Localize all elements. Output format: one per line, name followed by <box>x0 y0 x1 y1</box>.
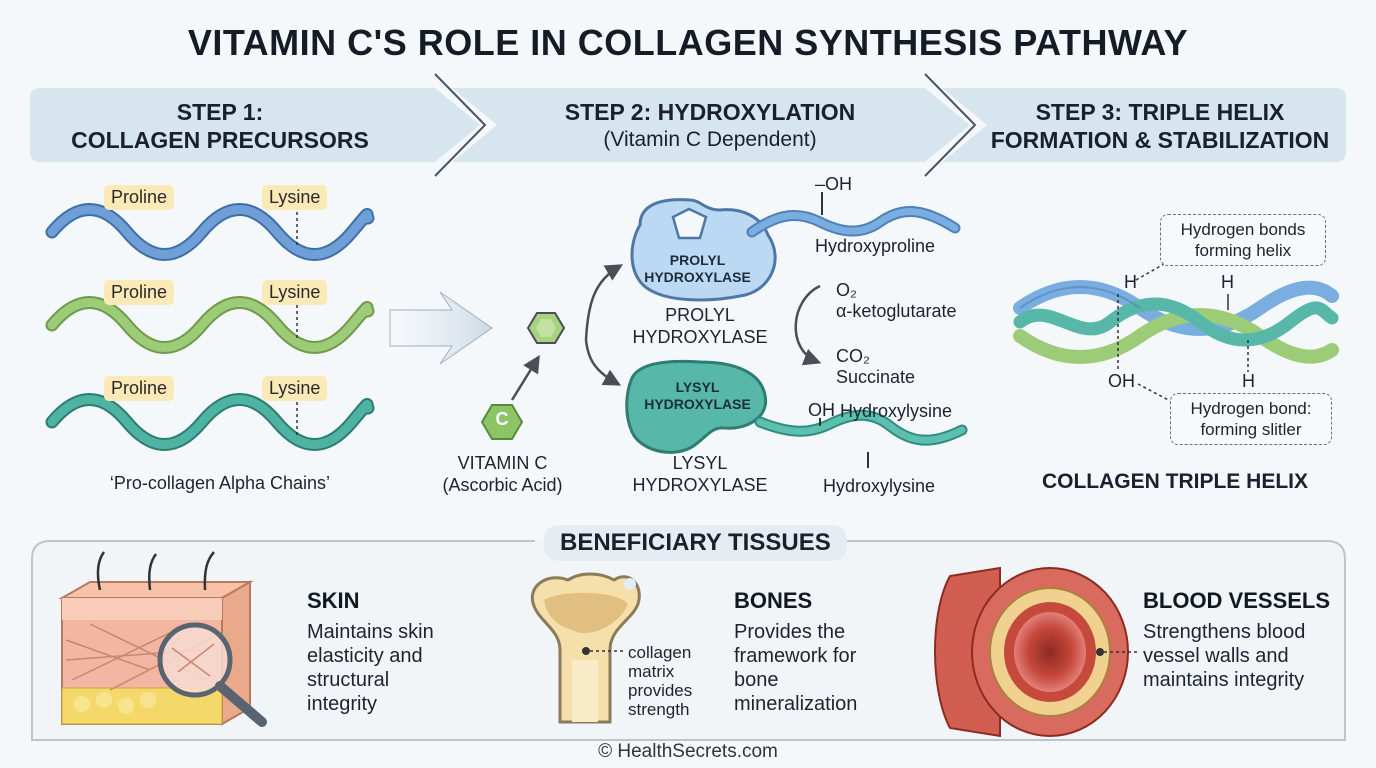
hydrogen-label: H <box>1221 272 1234 292</box>
hexagon-molecule-icon <box>526 312 566 344</box>
tissue-blood-vessels: BLOOD VESSELS Strengthens blood vessel w… <box>1143 588 1343 692</box>
step-1-title: STEP 1: <box>176 99 264 125</box>
desc-line: vessel walls and <box>1143 645 1289 667</box>
tissues-section-title: BENEFICIARY TISSUES <box>544 525 847 561</box>
note-top-line-1: Hydrogen bonds <box>1180 220 1306 239</box>
desc-line: structural <box>307 669 390 691</box>
hydroxylysine-label-bottom: Hydroxylysine <box>823 476 936 496</box>
hydroxylysine-label-top: Hydroxylysine <box>840 401 953 421</box>
proline-tag: Proline <box>104 280 175 305</box>
transition-arrow <box>389 291 493 365</box>
desc-line: Maintains skin <box>307 621 434 643</box>
proline-tag: Proline <box>104 185 175 210</box>
magnifier-icon <box>157 622 267 727</box>
lysyl-enzyme-inner-label: LYSYL HYDROXYLASE <box>630 379 765 413</box>
desc-line: mineralization <box>734 693 858 715</box>
lysine-tag: Lysine <box>262 280 328 305</box>
chain-3 <box>45 393 375 451</box>
tissue-skin: SKIN Maintains skin elasticity and struc… <box>307 588 507 716</box>
step-1-header: STEP 1: COLLAGEN PRECURSORS <box>40 98 400 154</box>
hydroxyl-group-label: –OH <box>815 174 853 194</box>
prolyl-enzyme-inner-label: PROLYL HYDROXYLASE <box>630 252 765 286</box>
vitamin-c-name: VITAMIN C <box>457 453 548 473</box>
tissue-bones-name: BONES <box>734 588 813 613</box>
succinate-label: Succinate <box>836 367 916 387</box>
tissue-skin-name: SKIN <box>307 588 360 613</box>
step-banner <box>30 73 1346 177</box>
note-line: matrix <box>628 662 675 681</box>
hydroxyproline-label: Hydroxyproline <box>815 236 936 256</box>
desc-line: bone <box>734 669 779 691</box>
tissue-blood-vessels-desc: Strengthens blood vessel walls and maint… <box>1143 620 1343 692</box>
step-3-subtitle: FORMATION & STABILIZATION <box>990 127 1330 153</box>
footer-credit: © HealthSecrets.com <box>598 741 778 762</box>
prolyl-enzyme-label: PROLYL HYDROXYLASE <box>620 304 780 348</box>
lysyl-inner-2: HYDROXYLASE <box>644 396 751 412</box>
hydrogen-label: H <box>1124 272 1137 292</box>
oxygen-label: O₂ <box>836 280 857 300</box>
desc-line: Strengthens blood <box>1143 621 1306 643</box>
note-line: strength <box>628 700 690 719</box>
step-3-title: STEP 3: TRIPLE HELIX <box>1035 99 1285 125</box>
desc-line: Provides the <box>734 621 846 643</box>
lysyl-label-2: HYDROXYLASE <box>632 475 768 495</box>
desc-line: framework for <box>734 645 857 667</box>
tissue-bones-desc: Provides the framework for bone minerali… <box>734 620 934 716</box>
step-2-subtitle: (Vitamin C Dependent) <box>603 128 817 151</box>
desc-line: integrity <box>307 693 378 715</box>
desc-line: elasticity and <box>307 645 423 667</box>
lysine-tag: Lysine <box>262 376 328 401</box>
prolyl-inner-2: HYDROXYLASE <box>644 269 751 285</box>
tissue-bones: BONES Provides the framework for bone mi… <box>734 588 934 716</box>
desc-line: maintains integrity <box>1143 669 1305 691</box>
tissue-blood-vessels-name: BLOOD VESSELS <box>1143 588 1331 613</box>
prolyl-label-1: PROLYL <box>665 305 735 325</box>
lysyl-hydroxylase-enzyme <box>625 359 768 454</box>
hydrogen-bonds-note-bottom: Hydrogen bond: forming slitler <box>1170 393 1332 445</box>
hydrogen-label: H <box>1242 371 1255 391</box>
step-3-header: STEP 3: TRIPLE HELIX FORMATION & STABILI… <box>980 98 1340 154</box>
bone-matrix-note: collagen matrix provides strength <box>628 643 718 719</box>
step-2-title: STEP 2: HYDROXYLATION <box>564 99 856 125</box>
lysyl-inner-1: LYSYL <box>675 379 720 395</box>
note-top-line-2: forming helix <box>1194 241 1292 260</box>
note-bottom-line-1: Hydrogen bond: <box>1190 399 1312 418</box>
hydroxyl-group-lysine-label: OH <box>808 400 835 420</box>
prolyl-label-2: HYDROXYLASE <box>632 327 768 347</box>
lysyl-enzyme-label: LYSYL HYDROXYLASE <box>620 452 780 496</box>
vitamin-c-subname: (Ascorbic Acid) <box>442 475 563 495</box>
blood-vessel-illustration <box>934 566 1138 738</box>
hydroxyl-label: OH <box>1108 371 1135 391</box>
proline-tag: Proline <box>104 376 175 401</box>
step-2-header: STEP 2: HYDROXYLATION (Vitamin C Depende… <box>500 98 920 154</box>
prolyl-inner-1: PROLYL <box>669 252 726 268</box>
bone-illustration <box>530 572 641 724</box>
hydrogen-bonds-note-top: Hydrogen bonds forming helix <box>1160 214 1326 266</box>
carbon-dioxide-label: CO₂ <box>836 346 870 366</box>
note-line: provides <box>628 681 693 700</box>
note-line: collagen <box>628 643 692 662</box>
chain-2 <box>45 296 375 354</box>
page-title: VITAMIN C'S ROLE IN COLLAGEN SYNTHESIS P… <box>187 22 1189 63</box>
tissue-skin-desc: Maintains skin elasticity and structural… <box>307 620 507 716</box>
vitamin-c-symbol: C <box>495 409 509 429</box>
lysine-tag: Lysine <box>262 185 328 210</box>
chain-1 <box>45 203 375 261</box>
triple-helix-caption: COLLAGEN TRIPLE HELIX <box>1041 470 1308 493</box>
lysyl-label-1: LYSYL <box>672 453 728 473</box>
step-1-subtitle: COLLAGEN PRECURSORS <box>71 127 369 153</box>
collagen-triple-helix <box>1013 263 1339 405</box>
procollagen-chains <box>45 203 375 451</box>
procollagen-caption: ‘Pro-collagen Alpha Chains’ <box>109 473 331 493</box>
vitamin-c-label: VITAMIN C (Ascorbic Acid) <box>420 452 585 496</box>
note-bottom-line-2: forming slitler <box>1200 420 1302 439</box>
vitamin-c-icon <box>480 404 524 440</box>
alpha-ketoglutarate-label: α-ketoglutarate <box>836 301 957 321</box>
prolyl-hydroxylase-enzyme <box>630 198 777 302</box>
